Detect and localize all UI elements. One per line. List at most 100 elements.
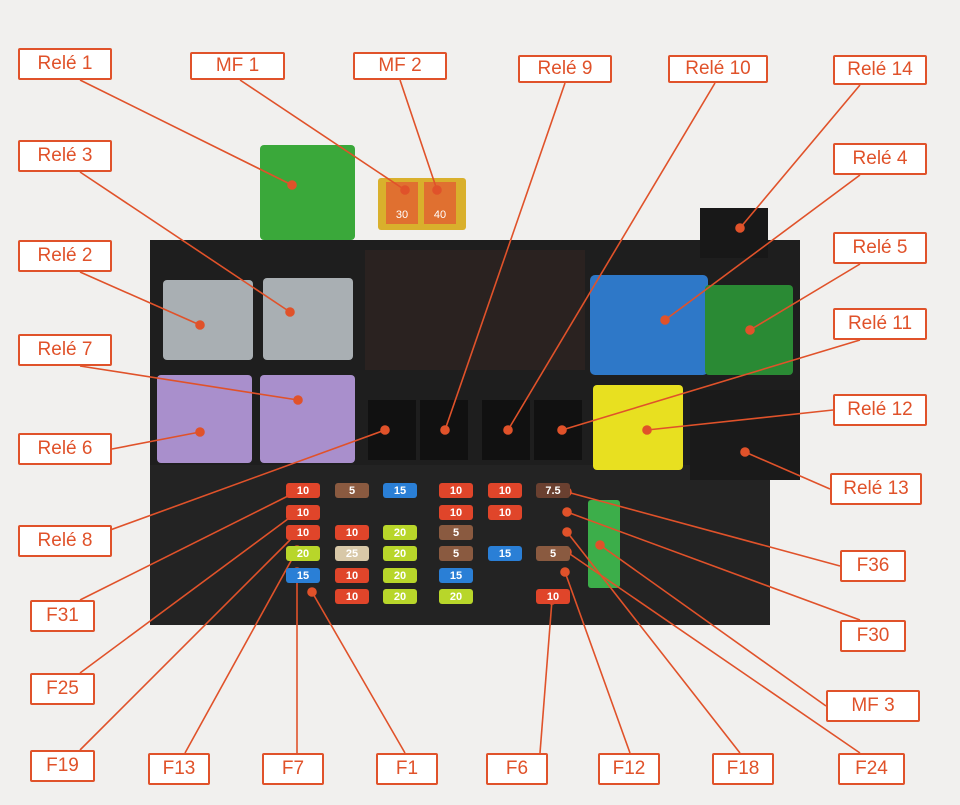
leader-line (444, 82, 566, 431)
label-mf-3: MF 3 (826, 690, 920, 722)
label-f19: F19 (30, 750, 95, 782)
fuse: 20 (383, 525, 417, 540)
label-rele-8: Relé 8 (18, 525, 112, 557)
leader-line (566, 551, 861, 754)
relay-14 (700, 208, 768, 258)
relay-4 (590, 275, 708, 375)
label-f7: F7 (262, 753, 324, 785)
leader-dot (745, 325, 755, 335)
leader-dot (660, 315, 670, 325)
relay-12 (593, 385, 683, 470)
fuse: 15 (383, 483, 417, 498)
label-f31: F31 (30, 600, 95, 632)
label-rele-5: Relé 5 (833, 232, 927, 264)
label-rele-6: Relé 6 (18, 433, 112, 465)
label-rele-14: Relé 14 (833, 55, 927, 85)
leader-line (539, 599, 553, 754)
fuse: 20 (286, 546, 320, 561)
leader-line (664, 174, 861, 321)
label-f30: F30 (840, 620, 906, 652)
relay-6 (157, 375, 252, 463)
leader-line (566, 491, 841, 567)
fuse: 10 (286, 525, 320, 540)
label-f24: F24 (838, 753, 905, 785)
leader-line (79, 429, 386, 542)
fuse: 20 (383, 589, 417, 604)
leader-line (566, 531, 741, 754)
leader-dot (432, 185, 442, 195)
label-mf-1: MF 1 (190, 52, 285, 80)
relay-1 (260, 145, 355, 240)
label-rele-1: Relé 1 (18, 48, 112, 80)
leader-dot (287, 180, 297, 190)
leader-line (749, 263, 861, 331)
leader-dot (735, 223, 745, 233)
leader-line (311, 591, 406, 754)
leader-line (79, 365, 299, 401)
leader-dot (503, 425, 513, 435)
leader-dot (307, 587, 317, 597)
fuse: 10 (488, 505, 522, 520)
leader-line (79, 529, 301, 751)
fuse: 20 (439, 589, 473, 604)
fuse: 10 (286, 483, 320, 498)
leader-line (79, 271, 201, 326)
relay-3 (263, 278, 353, 360)
label-f12: F12 (598, 753, 660, 785)
leader-dot (195, 320, 205, 330)
label-f6: F6 (486, 753, 548, 785)
label-rele-3: Relé 3 (18, 140, 112, 172)
leader-line (79, 79, 293, 186)
fuse: 5 (536, 546, 570, 561)
leader-dot (740, 447, 750, 457)
relay-8 (368, 400, 416, 460)
fuse: 7.5 (536, 483, 570, 498)
fuse: 10 (439, 483, 473, 498)
leader-dot (560, 567, 570, 577)
fuse: 10 (335, 589, 369, 604)
leader-line (399, 79, 438, 191)
label-rele-13: Relé 13 (830, 473, 922, 505)
fuse: 10 (439, 505, 473, 520)
fuse: 10 (488, 483, 522, 498)
leader-line (79, 171, 291, 313)
label-rele-11: Relé 11 (833, 308, 927, 340)
fuse: 15 (439, 568, 473, 583)
label-rele-9: Relé 9 (518, 55, 612, 83)
leader-dot (380, 425, 390, 435)
fuse: 10 (536, 589, 570, 604)
leader-dot (400, 185, 410, 195)
fuse: 20 (383, 546, 417, 561)
label-rele-10: Relé 10 (668, 55, 768, 83)
leader-line (646, 409, 834, 431)
label-rele-2: Relé 2 (18, 240, 112, 272)
leader-line (79, 489, 301, 601)
mf1-rating: 30 (396, 209, 408, 221)
leader-dot (195, 427, 205, 437)
leader-dot (562, 527, 572, 537)
leader-line (599, 544, 827, 707)
leader-line (184, 549, 298, 754)
leader-line (79, 509, 301, 674)
leader-dot (562, 507, 572, 517)
leader-line (239, 79, 406, 191)
leader-line (561, 339, 861, 431)
fuse: 10 (335, 525, 369, 540)
fuse: 10 (286, 505, 320, 520)
leader-line (111, 431, 201, 450)
relay-13 (690, 390, 800, 480)
leader-dot (440, 425, 450, 435)
label-rele-4: Relé 4 (833, 143, 927, 175)
leader-line (739, 84, 861, 229)
fuse: 20 (383, 568, 417, 583)
leader-dot (293, 395, 303, 405)
fuse: 5 (335, 483, 369, 498)
label-f36: F36 (840, 550, 906, 582)
leader-line (507, 82, 716, 431)
label-mf-2: MF 2 (353, 52, 447, 80)
mf2-rating: 40 (434, 209, 446, 221)
leader-line (566, 511, 861, 621)
leader-dot (557, 425, 567, 435)
fuse: 5 (439, 546, 473, 561)
